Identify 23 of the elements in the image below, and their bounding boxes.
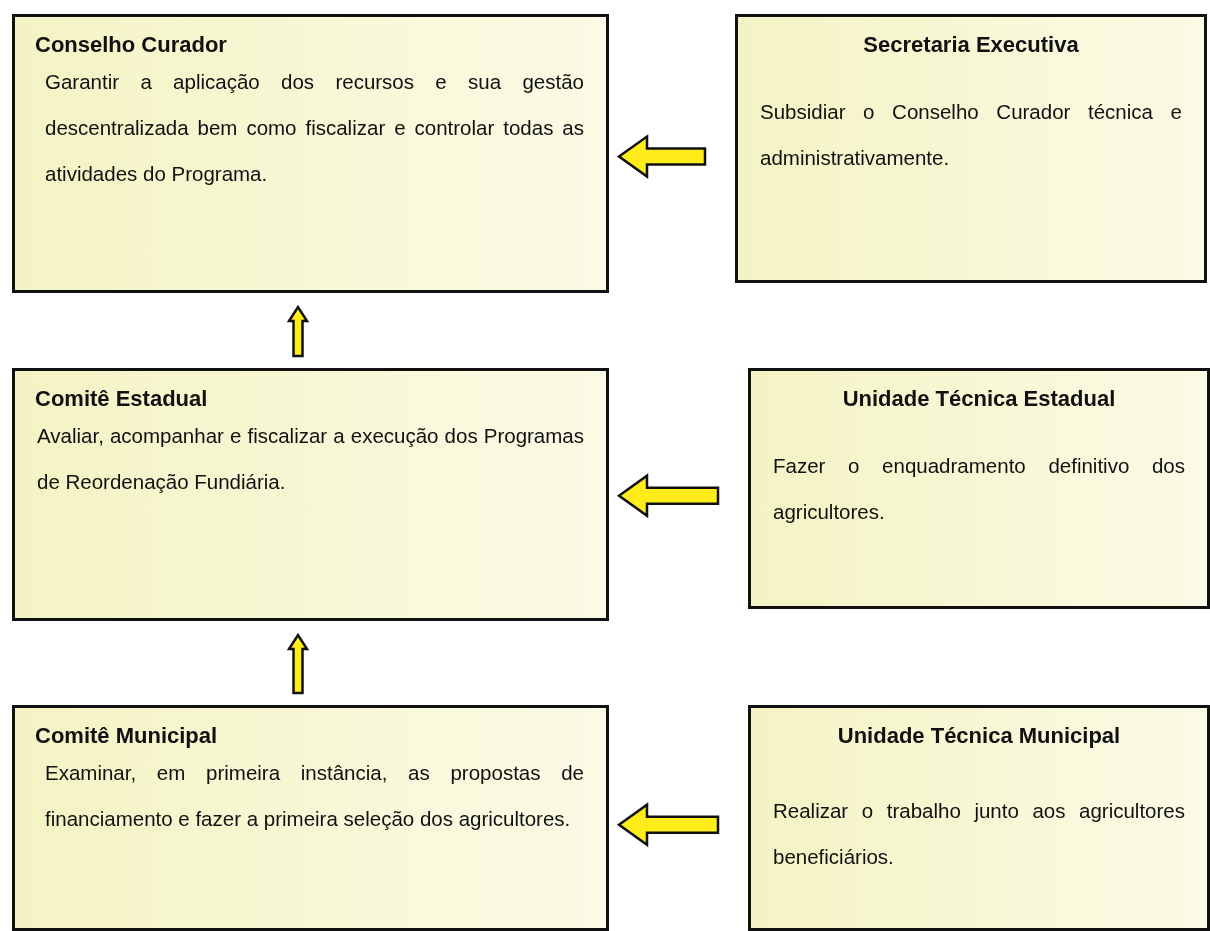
box-description: Avaliar, acompanhar e fiscalizar a execução dos Programas de Reordenação Fundiária. (37, 423, 584, 495)
box-heading: Comitê Estadual (35, 385, 209, 413)
process-box (735, 14, 1207, 283)
box-description: Fazer o enquadramento definitivo dos agricultores. (773, 453, 1185, 525)
process-box (748, 368, 1210, 609)
block-arrow (616, 802, 720, 848)
block-arrow (616, 134, 707, 180)
box-heading: Secretaria Executiva (862, 31, 1080, 59)
box-description: Subsidiar o Conselho Curador técnica e administrativamente. (760, 99, 1182, 171)
process-box (748, 705, 1210, 931)
box-description: Examinar, em primeira instância, as propostas de financiamento e fazer a primeira seleção dos agricultores. (44, 760, 584, 832)
block-arrow (286, 304, 310, 358)
block-arrow (286, 632, 310, 695)
box-heading: Comitê Municipal (35, 722, 219, 750)
box-description: Realizar o trabalho junto aos agricultores beneficiários. (773, 798, 1185, 870)
process-box (12, 14, 609, 293)
process-box (12, 368, 609, 621)
process-box (12, 705, 609, 931)
block-arrow (616, 473, 720, 519)
box-description: Garantir a aplicação dos recursos e sua gestão descentralizada bem como fiscalizar e controlar todas as atividades do Programa. (44, 69, 584, 187)
box-heading: Conselho Curador (35, 31, 228, 59)
box-heading: Unidade Técnica Estadual (841, 385, 1117, 413)
box-heading: Unidade Técnica Municipal (836, 722, 1122, 750)
